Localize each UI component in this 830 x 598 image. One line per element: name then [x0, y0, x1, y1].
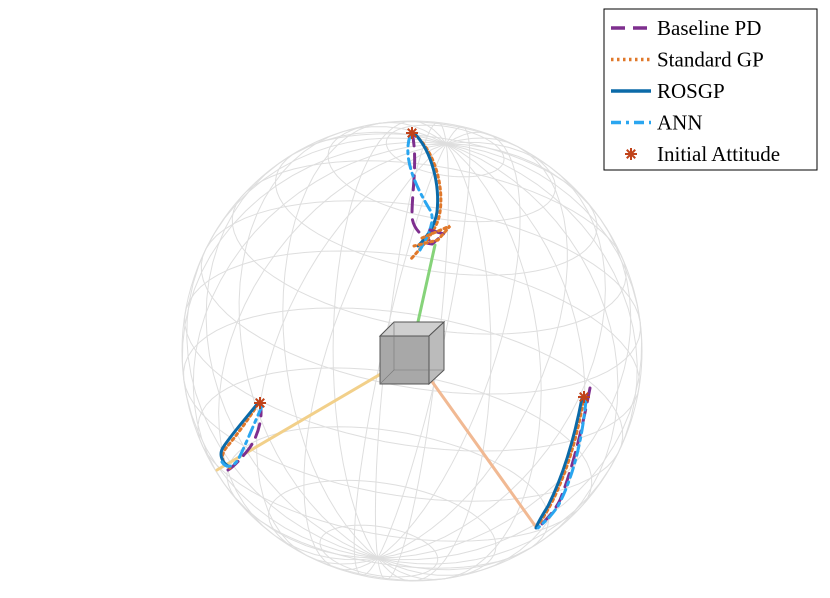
legend-label-standard-gp: Standard GP: [657, 48, 764, 72]
sphere-longitude-line: [256, 137, 568, 565]
initial-attitude-marker: [254, 397, 266, 409]
initial-attitude-markers: [254, 127, 590, 409]
sphere-longitude-line: [181, 141, 643, 561]
trajectory-cluster-right: [534, 386, 592, 530]
trajectory-cluster-top: [406, 130, 452, 262]
sphere-longitude-line: [192, 143, 632, 559]
trajectory-standard-gp-top-end: [412, 224, 452, 248]
trajectory-ann-right: [536, 398, 588, 530]
sphere-longitude-line: [374, 121, 450, 581]
initial-attitude-marker: [406, 127, 418, 139]
trajectory-cluster-left: [219, 400, 264, 472]
legend-label-ann: ANN: [657, 111, 703, 135]
legend-marker-initial-attitude: [625, 148, 637, 160]
legend-label-rosgp: ROSGP: [657, 79, 725, 103]
sphere-longitude-line: [332, 120, 492, 582]
trajectory-baseline-pd-left: [226, 400, 263, 472]
unit-sphere-wireframe: [181, 120, 643, 582]
trajectory-baseline-pd-top: [410, 130, 431, 242]
legend: Baseline PD Standard GP ROSGP ANN Initial At…: [603, 8, 818, 171]
trajectory-rosgp-right: [534, 396, 584, 530]
trajectory-ann-left: [220, 404, 264, 468]
legend-label-initial-attitude: Initial Attitude: [657, 142, 780, 166]
sphere-longitude-line: [303, 131, 521, 571]
initial-attitude-marker: [578, 391, 590, 403]
sphere-longitude-line: [186, 137, 638, 565]
spacecraft-body-cube: [378, 320, 446, 386]
legend-label-baseline-pd: Baseline PD: [657, 16, 761, 40]
body-axis-right: [426, 374, 538, 529]
sphere-longitude-line: [218, 141, 606, 561]
sphere-longitude-line: [205, 131, 619, 571]
sphere-longitude-line: [282, 121, 542, 581]
sphere-latitude-line: [226, 426, 550, 569]
sphere-longitude-line: [353, 126, 471, 576]
sphere-longitude-line: [238, 126, 586, 576]
